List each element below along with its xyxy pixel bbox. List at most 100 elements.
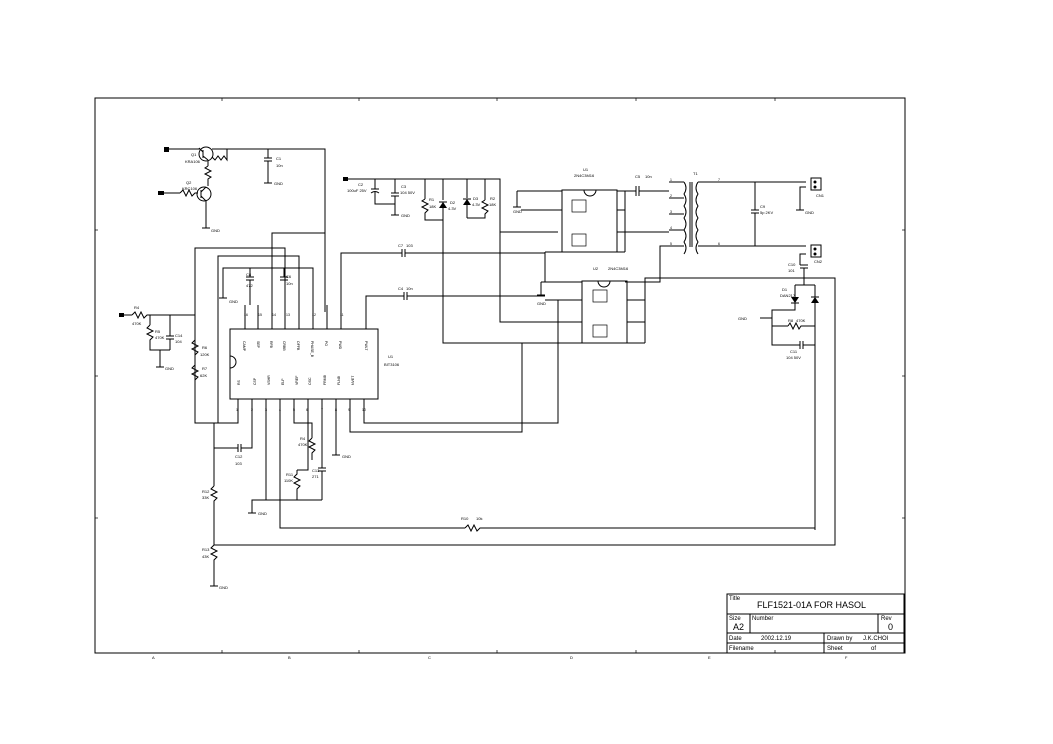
rev-label: Rev [881,616,892,622]
ic-bottom-pin-numbers: 1 2 3 4 5 6 7 8 9 10 [236,408,366,412]
svg-text:10n: 10n [286,281,293,286]
title-value: FLF1521-01A FOR HASOL [757,600,866,610]
svg-text:10k: 10k [476,516,482,521]
svg-text:FLNB: FLNB [337,375,341,385]
svg-text:12: 12 [312,313,316,317]
svg-text:OSC: OSC [308,377,312,385]
svg-text:CN2: CN2 [814,259,823,264]
r7-resistor [190,364,200,390]
svg-text:1: 1 [236,408,238,412]
input-connector-3 [119,313,124,317]
d1-diode-a [791,297,799,303]
svg-text:C6: C6 [286,274,292,279]
svg-text:GND: GND [211,228,220,233]
svg-text:PO: PO [324,341,328,346]
svg-text:GND: GND [537,301,546,306]
svg-text:B: B [288,655,291,660]
svg-text:470K: 470K [298,442,308,447]
number-label: Number [752,616,773,622]
svg-text:D2: D2 [450,200,456,205]
svg-text:U1: U1 [583,167,589,172]
svg-text:F: F [845,655,848,660]
svg-text:C4: C4 [398,286,404,291]
svg-text:C5: C5 [635,174,641,179]
r5-input-resistor [145,324,170,351]
transformer-t1: T1 1 2 3 4 5 7 6 [625,171,806,283]
svg-text:33K: 33K [202,495,209,500]
size-value: A2 [733,622,744,632]
svg-text:14: 14 [272,313,276,317]
date-value: 2002.12.19 [761,636,792,642]
r2-resistor [467,199,490,219]
r8-resistor [787,321,815,331]
svg-text:A: A [152,655,155,660]
svg-text:104 50V: 104 50V [400,190,415,195]
svg-text:R4: R4 [134,305,140,310]
r12-resistor [209,485,219,545]
connector-cn2: CN2 [799,244,823,265]
svg-text:15: 15 [258,313,262,317]
r13-resistor [209,544,219,586]
svg-text:472: 472 [246,283,253,288]
svg-text:120K: 120K [200,352,210,357]
svg-text:6: 6 [306,408,308,412]
filename-label: Filename [729,646,754,652]
svg-text:10n: 10n [406,286,413,291]
svg-text:62K: 62K [200,373,207,378]
svg-text:GND: GND [513,209,522,214]
sheet-label: Sheet [827,646,843,652]
svg-text:Q2: Q2 [186,180,192,185]
svg-text:FRMB: FRMB [323,374,327,385]
svg-text:Q1: Q1 [191,152,197,157]
drawn-value: J.K.CHOI [863,636,889,642]
mosfet-u1: U1 2N4C3M16 GND [513,167,669,253]
svg-text:GND: GND [229,299,238,304]
svg-text:R7: R7 [202,366,208,371]
svg-text:C12: C12 [235,454,243,459]
input-transistor-section: Q1 KRA106 Q2 KRC106 GND C1 10n GND [158,146,326,312]
svg-text:VSHR: VSHR [267,375,271,385]
svg-text:CRBB: CRBB [282,341,286,351]
svg-text:C10: C10 [788,262,796,267]
connector-cn1: GND CN1 [796,177,825,215]
svg-text:6: 6 [718,242,720,246]
svg-text:E: E [708,655,711,660]
svg-text:R2: R2 [490,196,496,201]
title-block: Title FLF1521-01A FOR HASOL Size A2 Numb… [726,593,905,654]
svg-text:4.3V: 4.3V [472,202,481,207]
svg-text:C9: C9 [760,204,766,209]
q2-transistor [196,186,212,202]
svg-text:10n: 10n [645,174,652,179]
svg-text:U2: U2 [593,266,599,271]
svg-text:U1: U1 [388,354,394,359]
svg-text:PHASE_B: PHASE_B [310,341,314,358]
svg-text:C13: C13 [312,468,320,473]
svg-text:GND: GND [219,585,228,590]
svg-text:R8: R8 [788,318,794,323]
svg-text:43K: 43K [202,554,209,559]
date-label: Date [729,636,742,642]
svg-text:10n: 10n [276,163,283,168]
svg-text:3: 3 [670,210,672,214]
svg-text:D1: D1 [782,287,788,292]
r4-resistor [179,188,198,198]
svg-text:RS: RS [237,379,241,385]
svg-text:2N4C3M16: 2N4C3M16 [608,266,629,271]
svg-text:R13: R13 [202,547,210,552]
svg-text:7: 7 [718,178,720,182]
rev-value: 0 [888,622,893,632]
output-rectifier: C10 101 D1 DAN217 GND R8 470K C11 104 50… [738,262,819,530]
svg-text:T1: T1 [693,171,698,176]
svg-text:470K: 470K [132,321,142,326]
svg-text:110K: 110K [284,478,293,483]
r9-resistor [307,437,317,460]
svg-text:KRA106: KRA106 [185,159,201,164]
svg-text:1: 1 [670,178,672,182]
svg-text:104: 104 [175,339,182,344]
svg-text:GND: GND [342,454,351,459]
ic-bottom-pin-labels: RS CSP VSHR ELP VREF OSC FRMB FLNB NVET [237,374,355,385]
border-ticks [95,98,905,653]
svg-text:13: 13 [286,313,290,317]
svg-text:PWD: PWD [338,341,342,350]
